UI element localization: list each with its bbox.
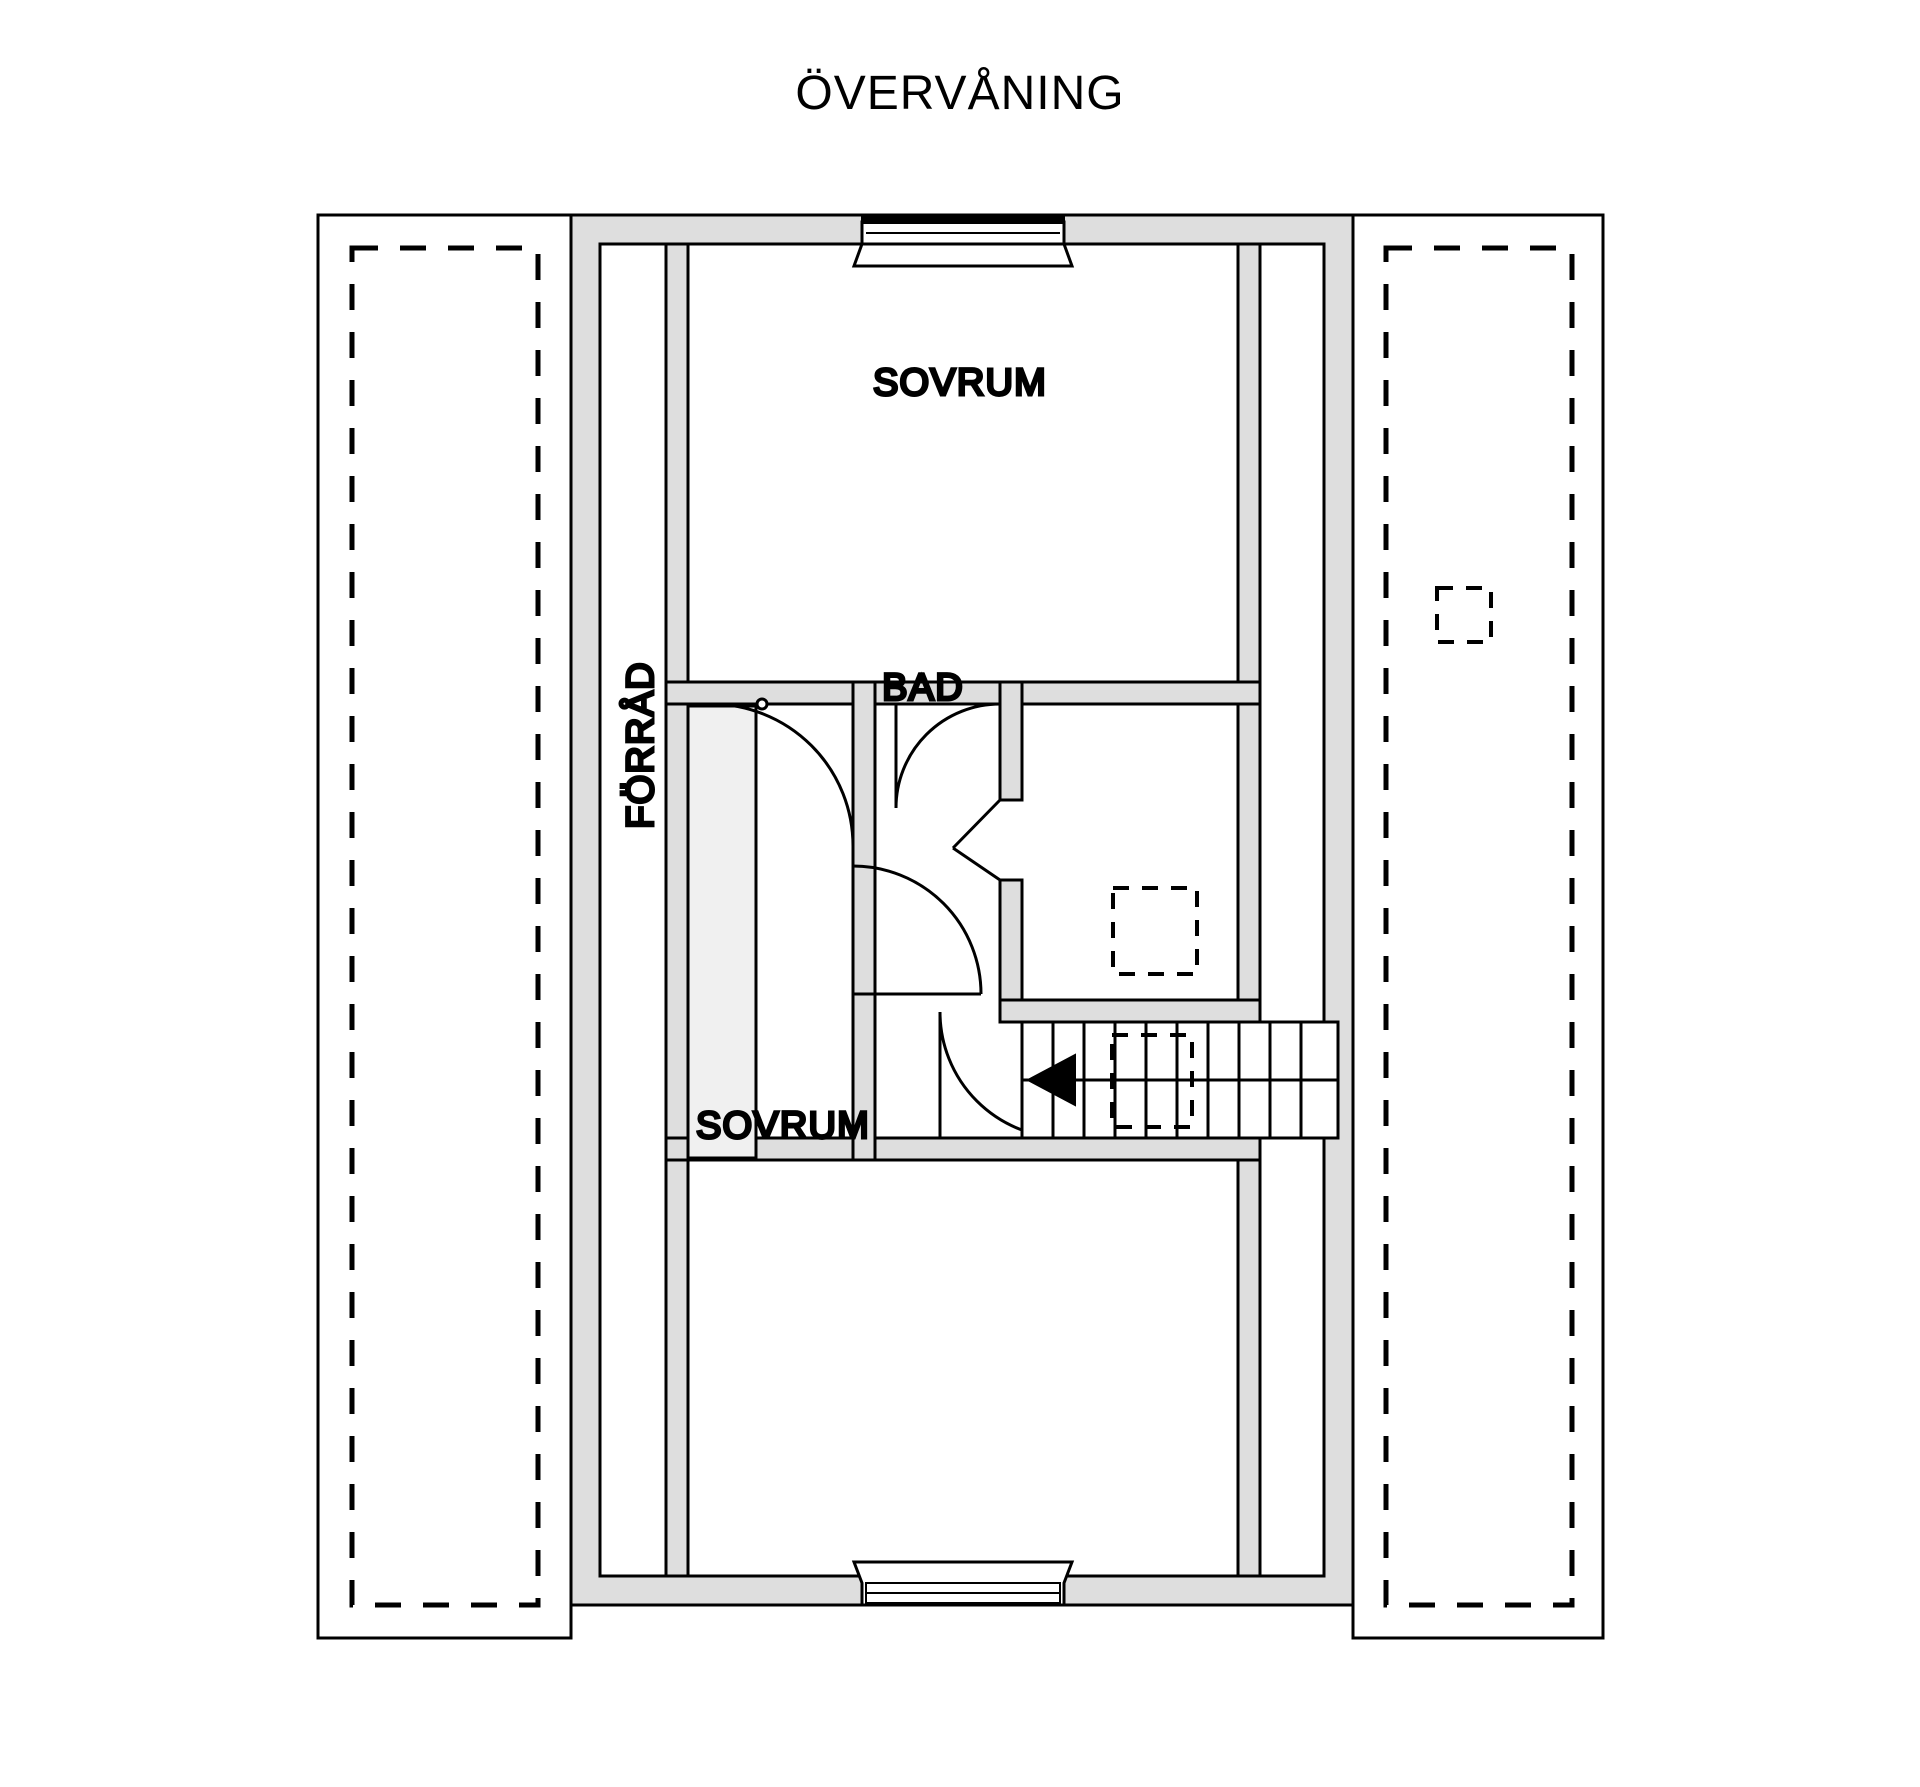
window-bottom — [851, 1560, 1075, 1607]
interior-wall-left-vertical — [664, 242, 690, 1578]
door-forrad-arc — [852, 864, 983, 995]
door-bad-arc — [894, 702, 1001, 809]
door-hinge-dot — [755, 697, 769, 711]
door-jambs — [951, 798, 1002, 882]
roof-wing-left — [316, 213, 573, 1640]
roof-outline-left — [349, 245, 541, 1608]
perimeter-wall — [569, 213, 1355, 1607]
interior-wall-bad-left-lower — [998, 878, 1024, 1012]
door-forrad-upper — [710, 702, 855, 847]
staircase — [1020, 1020, 1340, 1140]
interior-wall-bad-bottom — [998, 998, 1262, 1024]
fixture-stairs-dashed — [1110, 1033, 1194, 1129]
fixture-right-dashed — [1435, 586, 1493, 644]
interior-wall-forrad-right — [851, 680, 877, 1162]
page-title: ÖVERVÅNING — [795, 67, 1125, 120]
fixture-bad-dashed — [1111, 886, 1199, 976]
building-walls — [569, 213, 1355, 1607]
room-label-bad: BAD — [882, 667, 964, 709]
roof-outline-right — [1383, 245, 1575, 1608]
interior-wall-bad-left-upper — [998, 680, 1024, 802]
stair-direction-arrow — [1025, 1053, 1076, 1107]
window-top — [851, 214, 1075, 268]
interior-wall-sovrum-top-bottom — [664, 680, 1262, 706]
interior-wall-right-vertical — [1236, 242, 1262, 1578]
forrad-shaded-strip — [686, 704, 758, 1160]
interior-wall-sovrum-bottom-top — [664, 1136, 1262, 1162]
room-label-forrad: FÖRRÅD — [618, 661, 662, 829]
room-label-sovrum-bottom: SOVRUM — [696, 1105, 870, 1147]
room-label-sovrum-top: SOVRUM — [873, 362, 1047, 404]
roof-wing-right — [1351, 213, 1605, 1640]
